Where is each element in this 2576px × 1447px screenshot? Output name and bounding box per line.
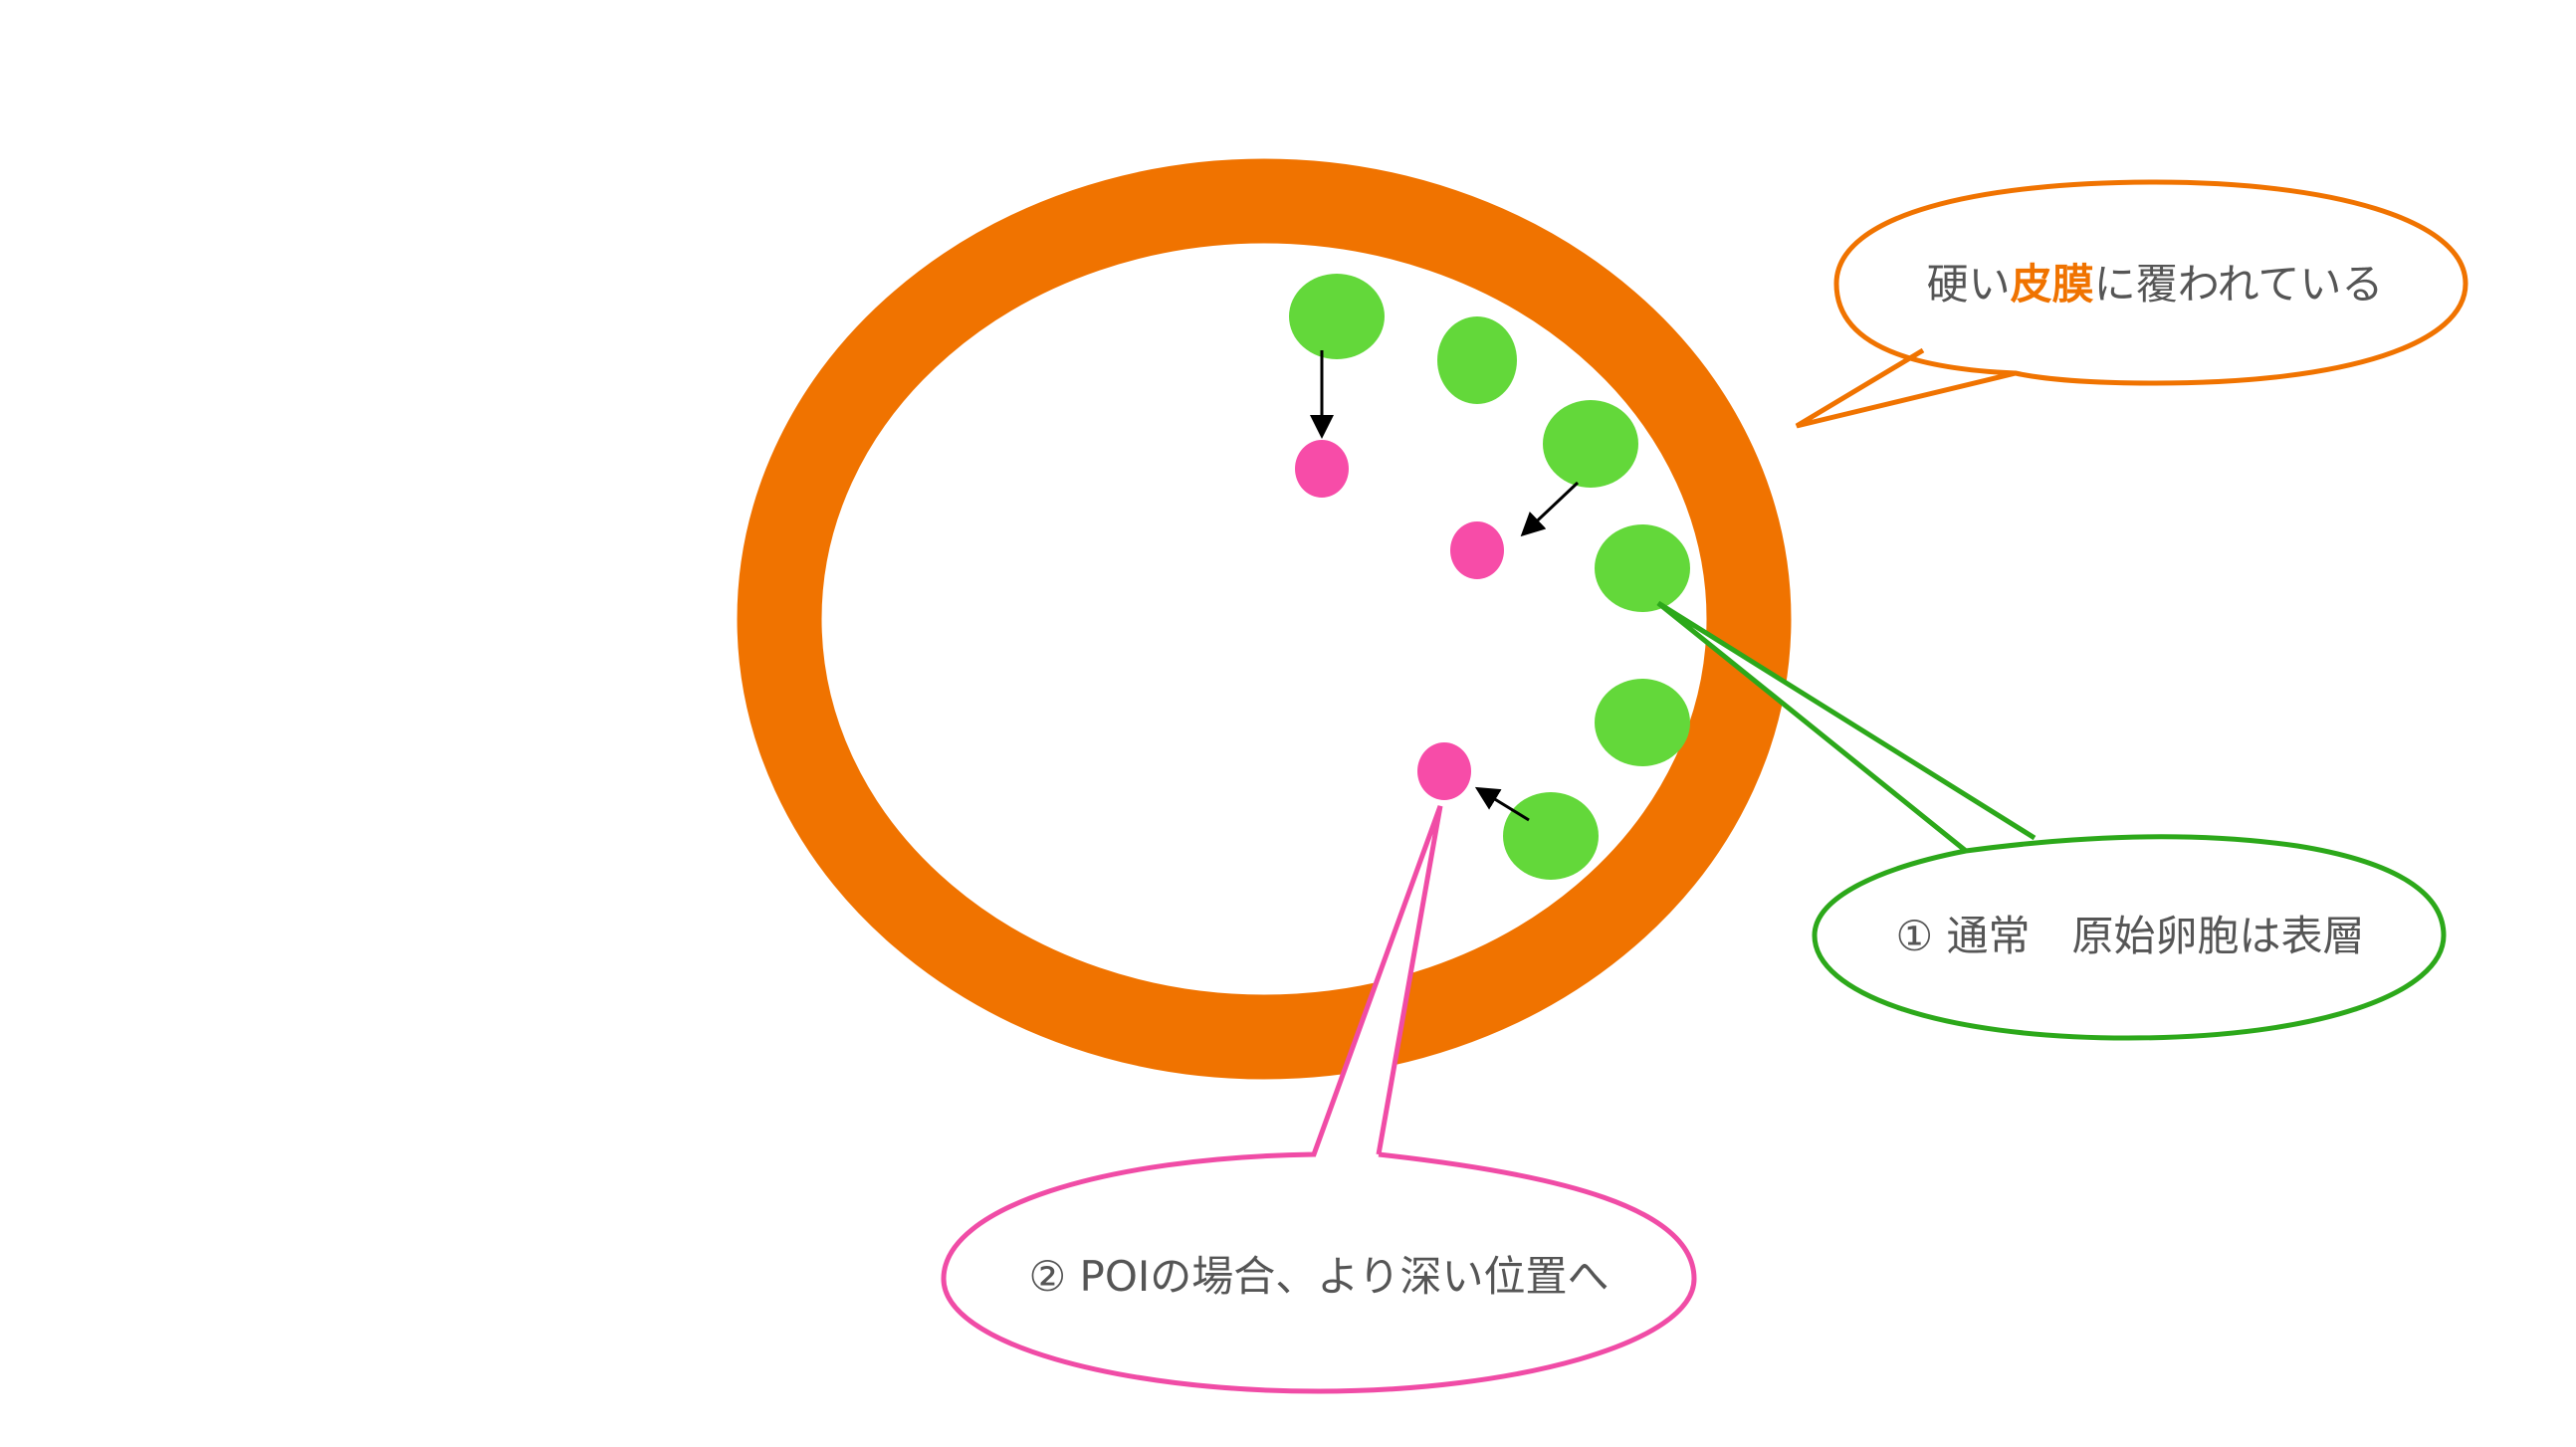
capsule-ring [737, 158, 1792, 1080]
follicle-5 [1595, 679, 1690, 766]
normal-callout-bubble [1656, 600, 2447, 1041]
normal-callout-text: ① 通常 原始卵胞は表層 [1895, 912, 2364, 960]
capsule-callout-accent: 皮膜 [2011, 260, 2094, 309]
oocyte-3 [1417, 742, 1471, 800]
follicle-6 [1503, 792, 1599, 880]
follicle-1 [1289, 274, 1385, 359]
arrow-icon [1520, 481, 1580, 537]
follicle-2 [1437, 316, 1517, 404]
poi-callout-text: ② POIの場合、より深い位置へ [1029, 1252, 1610, 1301]
poi-callout-bubble [941, 805, 1697, 1394]
capsule-callout-suffix: に覆われている [2094, 260, 2384, 309]
capsule-callout-bubble [1795, 179, 2469, 429]
oocyte-1 [1295, 440, 1349, 498]
oocyte-2 [1450, 521, 1504, 579]
capsule-callout-prefix: 硬い [1927, 260, 2011, 309]
follicle-3 [1543, 400, 1638, 488]
capsule-callout-text: 硬い皮膜に覆われている [1927, 260, 2384, 309]
follicle-4 [1595, 524, 1690, 612]
arrow-icon [1474, 786, 1530, 822]
